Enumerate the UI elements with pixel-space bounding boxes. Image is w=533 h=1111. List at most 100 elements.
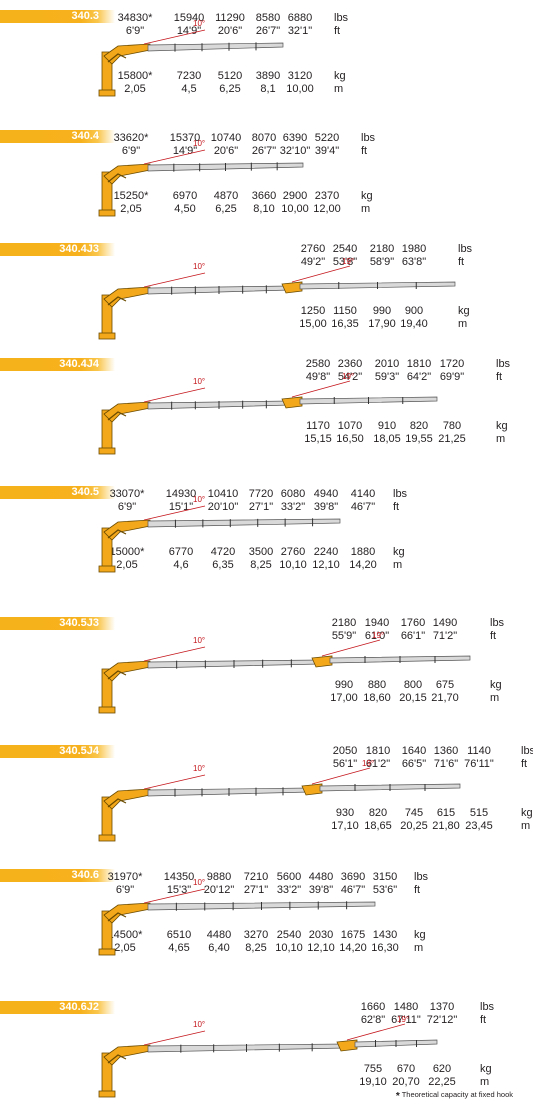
lbs-row-unit: lbs: [414, 871, 429, 883]
kg-row-value: 675: [435, 679, 455, 691]
model-tag: 340.5J3: [0, 617, 115, 630]
angle-label-boom: 10°: [193, 139, 206, 148]
kg-row-value: 3270: [243, 929, 269, 941]
m-row-value: 21,25: [438, 433, 466, 445]
kg-row-value: 15800*: [117, 70, 153, 82]
angle-line-boom: [143, 387, 206, 403]
ft-row-unit: ft: [458, 256, 465, 268]
lbs-row-value: 2360: [337, 358, 363, 370]
kg-row-value: 910: [377, 420, 397, 432]
kg-row-value: 615: [436, 807, 456, 819]
ft-row-value: 15'3": [166, 884, 192, 896]
m-row-value: 12,10: [312, 559, 340, 571]
m-row-value: 4,50: [174, 203, 196, 215]
ft-row-value: 61'0": [364, 630, 390, 642]
angle-label-jib: 19°: [342, 257, 355, 266]
angle-label-jib: 19°: [397, 1015, 410, 1024]
lbs-row-value: 11290: [215, 12, 245, 24]
angle-line-jib: [311, 767, 371, 785]
kg-row-value: 6770: [168, 546, 194, 558]
m-row-unit: m: [480, 1076, 490, 1088]
m-row-value: 17,10: [331, 820, 359, 832]
ft-row-value: 27'1": [243, 884, 269, 896]
boom-cylinder: [107, 529, 127, 539]
m-row-value: 2,05: [120, 203, 142, 215]
kg-row-value: 1675: [340, 929, 366, 941]
inner-boom: [103, 401, 151, 423]
angle-line-jib: [291, 265, 351, 283]
m-row-value: 14,20: [349, 559, 377, 571]
ft-row-value: 20'6": [217, 25, 243, 37]
m-row-value: 6,25: [215, 203, 237, 215]
ft-row-value: 46'7": [350, 501, 376, 513]
ft-row-unit: ft: [393, 501, 400, 513]
model-tag: 340.3: [0, 10, 115, 23]
ft-row-value: 20'6": [213, 145, 239, 157]
lbs-row-value: 8580: [255, 12, 281, 24]
lbs-row-value: 1370: [429, 1001, 455, 1013]
inner-boom: [103, 660, 151, 682]
crane-base: [98, 948, 116, 956]
crane-diagram: [98, 1023, 438, 1098]
m-row-value: 15,00: [299, 318, 327, 330]
m-row-value: 18,60: [363, 692, 391, 704]
kg-row-unit: kg: [458, 305, 470, 317]
inner-boom: [103, 1044, 151, 1066]
angle-line-jib: [291, 380, 351, 398]
ft-row-value: 27'1": [248, 501, 274, 513]
m-row-value: 2,05: [114, 942, 136, 954]
model-id: 340.5: [71, 486, 99, 498]
lbs-row-value: 1490: [432, 617, 458, 629]
ft-row-value: 6'9": [125, 25, 145, 37]
lbs-row-unit: lbs: [490, 617, 505, 629]
m-row-value: 12,00: [313, 203, 341, 215]
angle-line-boom: [143, 505, 206, 521]
boom-cylinder: [107, 53, 127, 63]
model-id: 340.4J4: [59, 358, 99, 370]
m-row-value: 10,10: [279, 559, 307, 571]
lbs-row-value: 4140: [350, 488, 376, 500]
crane-base: [98, 565, 116, 573]
boom-cylinder: [107, 1054, 127, 1064]
angle-label-jib: 19°: [342, 372, 355, 381]
lbs-row-value: 15370: [169, 132, 201, 144]
kg-row-unit: kg: [393, 546, 405, 558]
m-row-unit: m: [521, 820, 531, 832]
m-row-value: 15,15: [304, 433, 332, 445]
angle-label-boom: 10°: [193, 495, 206, 504]
kg-row-value: 3890: [255, 70, 281, 82]
ft-row-value: 56'1": [332, 758, 358, 770]
crane-base: [98, 89, 116, 97]
crane-diagram: [98, 380, 438, 455]
lbs-row-value: 10740: [210, 132, 242, 144]
ft-row-value: 32'1": [287, 25, 313, 37]
telescopic-boom: [147, 518, 341, 528]
m-row-unit: m: [334, 83, 344, 95]
ft-row-value: 59'3": [374, 371, 400, 383]
m-row-value: 6,35: [212, 559, 234, 571]
crane-diagram: [98, 639, 471, 714]
kg-row-value: 7230: [176, 70, 202, 82]
lbs-row-value: 31970*: [107, 871, 143, 883]
ft-row-value: 67'11": [391, 1014, 421, 1026]
lbs-row-value: 1640: [401, 745, 427, 757]
kg-row-value: 4480: [206, 929, 232, 941]
m-row-value: 20,70: [392, 1076, 420, 1088]
angle-line-boom: [143, 888, 206, 904]
angle-line-boom: [143, 272, 206, 288]
ft-row-value: 72'12": [426, 1014, 458, 1026]
angle-line-boom: [143, 149, 206, 165]
model-tag: 340.4: [0, 130, 115, 143]
ft-row-value: 54'2": [337, 371, 363, 383]
m-row-value: 10,00: [286, 83, 314, 95]
model-id: 340.4J3: [59, 243, 99, 255]
kg-row-value: 3500: [248, 546, 274, 558]
inner-boom: [103, 902, 151, 924]
ft-row-value: 14'9": [172, 145, 198, 157]
boom-cylinder: [107, 411, 127, 421]
